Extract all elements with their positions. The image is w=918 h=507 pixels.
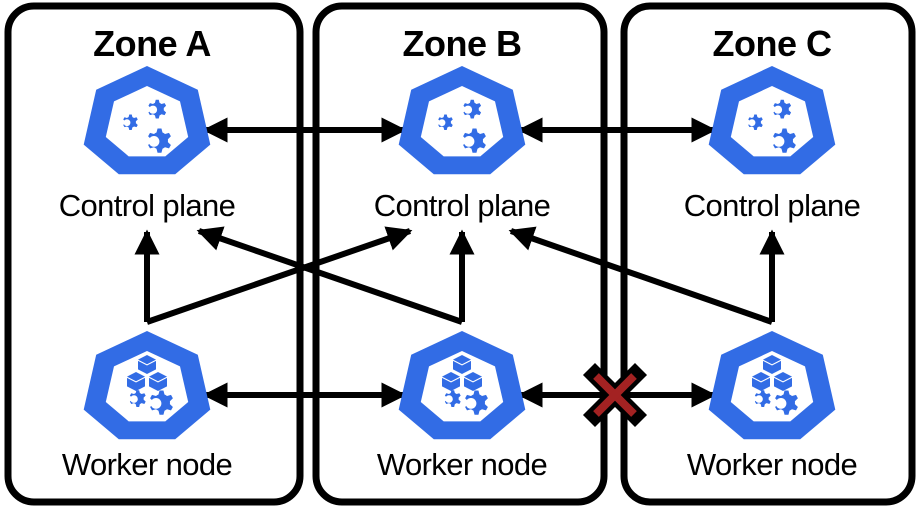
control-plane-label-zone-c: Control plane bbox=[684, 188, 861, 223]
zone-titles-layer: Zone A Zone B Zone C bbox=[93, 23, 832, 64]
worker-node-zone-a[interactable]: Worker node bbox=[62, 331, 233, 482]
zone-title-a: Zone A bbox=[93, 23, 211, 64]
blocked-connection-x-icon bbox=[582, 362, 648, 428]
control-plane-label-zone-b: Control plane bbox=[374, 188, 551, 223]
worker-node-label-zone-a: Worker node bbox=[62, 447, 232, 482]
worker-node-zone-b[interactable]: Worker node bbox=[377, 331, 548, 482]
control-plane-node-zone-a[interactable]: Control plane bbox=[59, 66, 236, 223]
control-plane-node-zone-c[interactable]: Control plane bbox=[684, 66, 861, 223]
worker-nodes-layer: Worker node Worker node Worker node bbox=[62, 331, 858, 482]
control-plane-node-zone-b[interactable]: Control plane bbox=[374, 66, 551, 223]
worker-node-label-zone-c: Worker node bbox=[687, 447, 857, 482]
worker-node-zone-c[interactable]: Worker node bbox=[687, 331, 858, 482]
zone-title-c: Zone C bbox=[713, 23, 832, 64]
connection-worker-b-to-cp-a bbox=[196, 226, 463, 325]
connection-worker-c-to-cp-b bbox=[508, 226, 773, 325]
control-plane-nodes-layer: Control plane Control plane Control plan… bbox=[59, 66, 861, 223]
control-plane-label-zone-a: Control plane bbox=[59, 188, 236, 223]
connection-worker-a-to-cp-b bbox=[146, 226, 413, 325]
worker-node-label-zone-b: Worker node bbox=[377, 447, 547, 482]
zone-title-b: Zone B bbox=[403, 23, 522, 64]
